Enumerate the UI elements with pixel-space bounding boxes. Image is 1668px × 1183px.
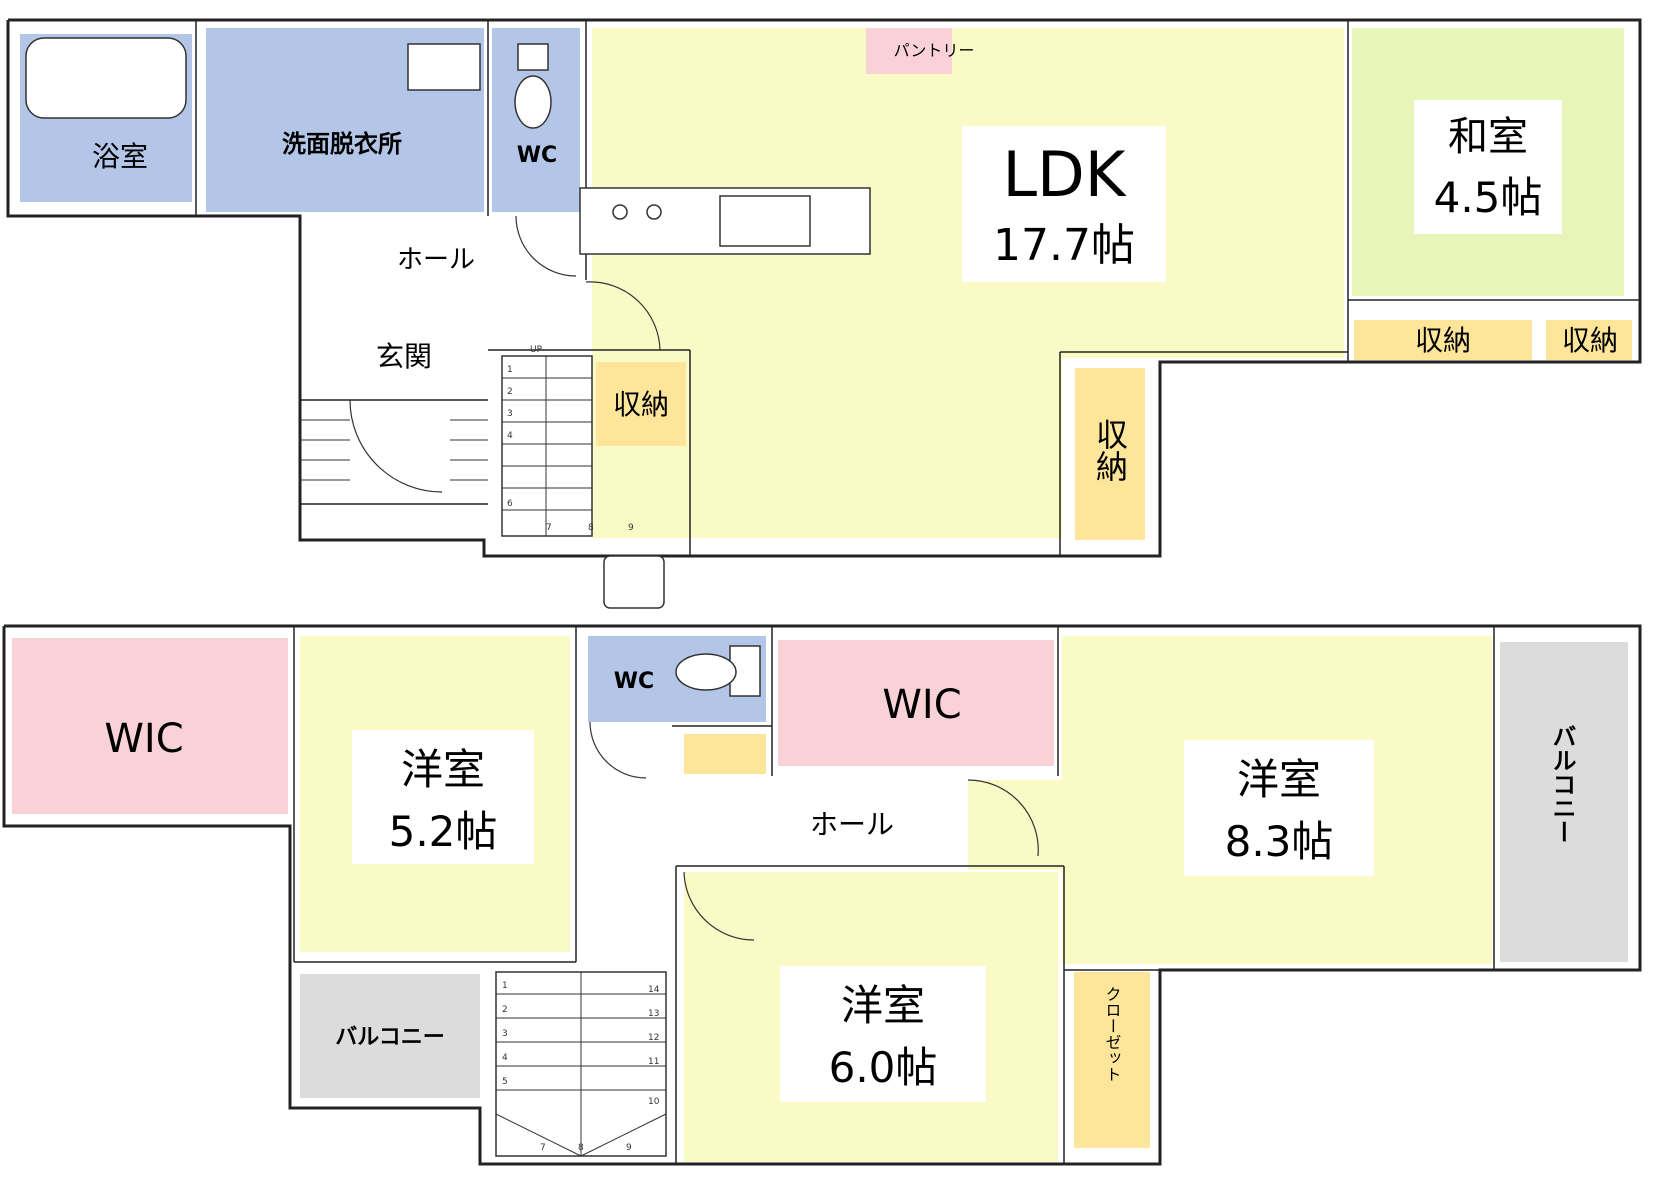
- storage-c-label: 収納: [1415, 324, 1471, 357]
- closet-label: クローゼット: [1103, 986, 1122, 1082]
- door-swing: [585, 281, 661, 351]
- toilet-2: [675, 653, 737, 691]
- stair-step: 3: [502, 1029, 508, 1039]
- room3-name-label: 洋室: [841, 981, 925, 1030]
- stair-step: 5: [502, 1077, 508, 1087]
- floor-2: 1 2 3 4 5 7 8 14 13 12 11 10 9 WIC WIC W…: [2, 624, 1642, 1166]
- stair-step: 9: [628, 523, 634, 533]
- pantry-label: パントリー: [894, 41, 975, 60]
- closet-fill: [1074, 972, 1150, 1148]
- stair-up-label: UP: [530, 345, 543, 355]
- washitsu-size-label: 4.5帖: [1434, 173, 1543, 222]
- stair-step: 9: [626, 1143, 632, 1153]
- room2-name-label: 洋室: [1237, 755, 1321, 804]
- stove-burner: [612, 204, 628, 220]
- wic-center-fill: [778, 640, 1054, 766]
- door-swing: [349, 399, 443, 493]
- stairs-floor2: 1 2 3 4 5 7 8 14 13 12 11 10 9: [495, 971, 667, 1157]
- floor1-outer-wall: [6, 18, 1642, 558]
- stair-step: 4: [507, 431, 513, 441]
- washbasin: [407, 43, 481, 91]
- wc2-label: WC: [614, 669, 654, 694]
- washitsu-name-label: 和室: [1448, 114, 1528, 160]
- storage-d-label: 収納: [1562, 324, 1618, 357]
- wic-left-fill: [12, 638, 288, 814]
- stair-step: 11: [648, 1057, 659, 1067]
- storage-a-label: 収納: [613, 388, 669, 421]
- washitsu-label-box: [1414, 100, 1562, 234]
- stair-step: 8: [588, 523, 594, 533]
- washroom-label: 洗面脱衣所: [282, 130, 402, 158]
- room3-size-label: 6.0帖: [829, 1043, 938, 1092]
- balcony-left-fill: [300, 974, 480, 1098]
- balcony-left-label: バルコニー: [335, 1025, 445, 1050]
- balcony-right-label: バルコニー: [1548, 724, 1576, 844]
- room1-name-label: 洋室: [401, 745, 485, 794]
- ldk-label-box: [962, 126, 1166, 282]
- pantry-fill: [866, 28, 952, 74]
- room2-size-label: 8.3帖: [1225, 817, 1334, 866]
- kitchen-sink: [719, 195, 811, 247]
- entrance-label: 玄関: [376, 340, 432, 373]
- stair-step: 10: [648, 1097, 660, 1107]
- storage-c-fill: [1354, 320, 1532, 360]
- storage-b-label: 収納: [1091, 418, 1129, 482]
- storage-e-fill: [684, 734, 766, 774]
- room2-fill-ext: [968, 780, 1068, 870]
- stair-step: 4: [502, 1053, 508, 1063]
- toilet-1: [514, 75, 552, 129]
- stair-step: 13: [648, 1009, 659, 1019]
- ldk-name-label: LDK: [1003, 138, 1127, 211]
- stair-step: 7: [546, 523, 552, 533]
- storage-d-fill: [1546, 320, 1632, 360]
- room3-label-box: [780, 966, 986, 1102]
- stair-step: 2: [507, 387, 513, 397]
- door-swing: [515, 215, 577, 277]
- bathtub: [25, 37, 187, 119]
- outdoor-sink: [603, 555, 665, 609]
- stair-step: 12: [648, 1033, 659, 1043]
- stair-step: 14: [648, 985, 660, 995]
- stair-step: 7: [540, 1143, 546, 1153]
- room1-size-label: 5.2帖: [389, 807, 498, 856]
- stair-step: 8: [578, 1143, 584, 1153]
- wc1-label: WC: [517, 143, 557, 168]
- stove-burner: [646, 204, 662, 220]
- stair-step: 3: [507, 409, 513, 419]
- bath-label: 浴室: [92, 140, 148, 173]
- storage-b-fill: [1075, 368, 1145, 540]
- stair-step: 6: [507, 499, 513, 509]
- hall2-label: ホール: [810, 808, 894, 841]
- entrance-tiles: [300, 419, 488, 481]
- storage-a-fill: [596, 362, 686, 446]
- balcony-right-fill: [1500, 642, 1628, 962]
- wic-left-label: WIC: [104, 716, 183, 762]
- floor2-outer-wall: [2, 624, 1642, 1166]
- toilet-1-tank: [517, 43, 549, 71]
- room1-label-box: [352, 730, 534, 864]
- stair-step: 2: [502, 1005, 508, 1015]
- stair-step: 1: [507, 365, 513, 375]
- stairs-floor1: UP 1 2 3 4 6 7 8 9: [501, 345, 634, 537]
- door-swing: [683, 871, 755, 941]
- hall1-label: ホール: [397, 245, 475, 275]
- door-swing: [967, 779, 1039, 857]
- stair-step: 1: [502, 981, 508, 991]
- wic-center-label: WIC: [882, 682, 961, 728]
- floor-1: UP 1 2 3 4 6 7 8 9 浴室 洗面脱衣所 WC ホール 玄関: [6, 18, 1642, 609]
- door-swing: [589, 721, 647, 779]
- room2-label-box: [1184, 740, 1374, 876]
- ldk-size-label: 17.7帖: [993, 220, 1135, 271]
